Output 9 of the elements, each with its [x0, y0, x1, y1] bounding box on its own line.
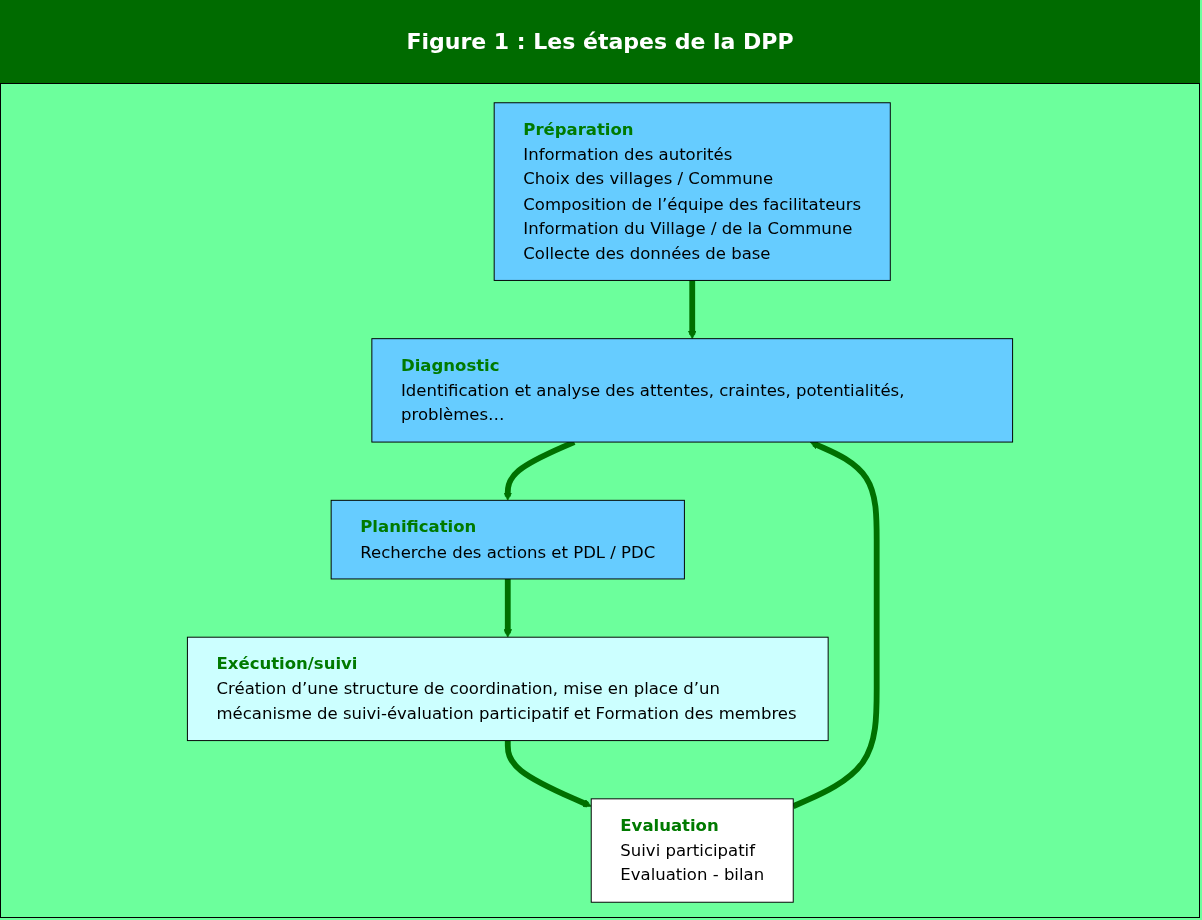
node-box: Diagnostic Identification et analyse des attentes, craintes, potentialités, problèmes… — [371, 338, 1014, 443]
title-banner: Figure 1 : Les étapes de la DPP — [0, 0, 1200, 84]
arrow — [687, 280, 697, 340]
node-box: Exécution/suivi Création d’une structure de coordination, mise en place d’un mécanisme de suivi-évaluation participatif et Formation des membres — [186, 636, 829, 742]
node-box: Préparation Information des autorités Choix des villages / Commune Composition de l’équipe des facilitateurs Information du Village / de la Commune Collecte des données de base — [493, 102, 891, 281]
node-box: Evaluation Suivi participatif Evaluation - bilan — [590, 798, 794, 903]
arrow — [503, 578, 513, 638]
node-box: Planification Recherche des actions et PDL / PDC — [330, 499, 685, 580]
arrow — [504, 740, 592, 808]
